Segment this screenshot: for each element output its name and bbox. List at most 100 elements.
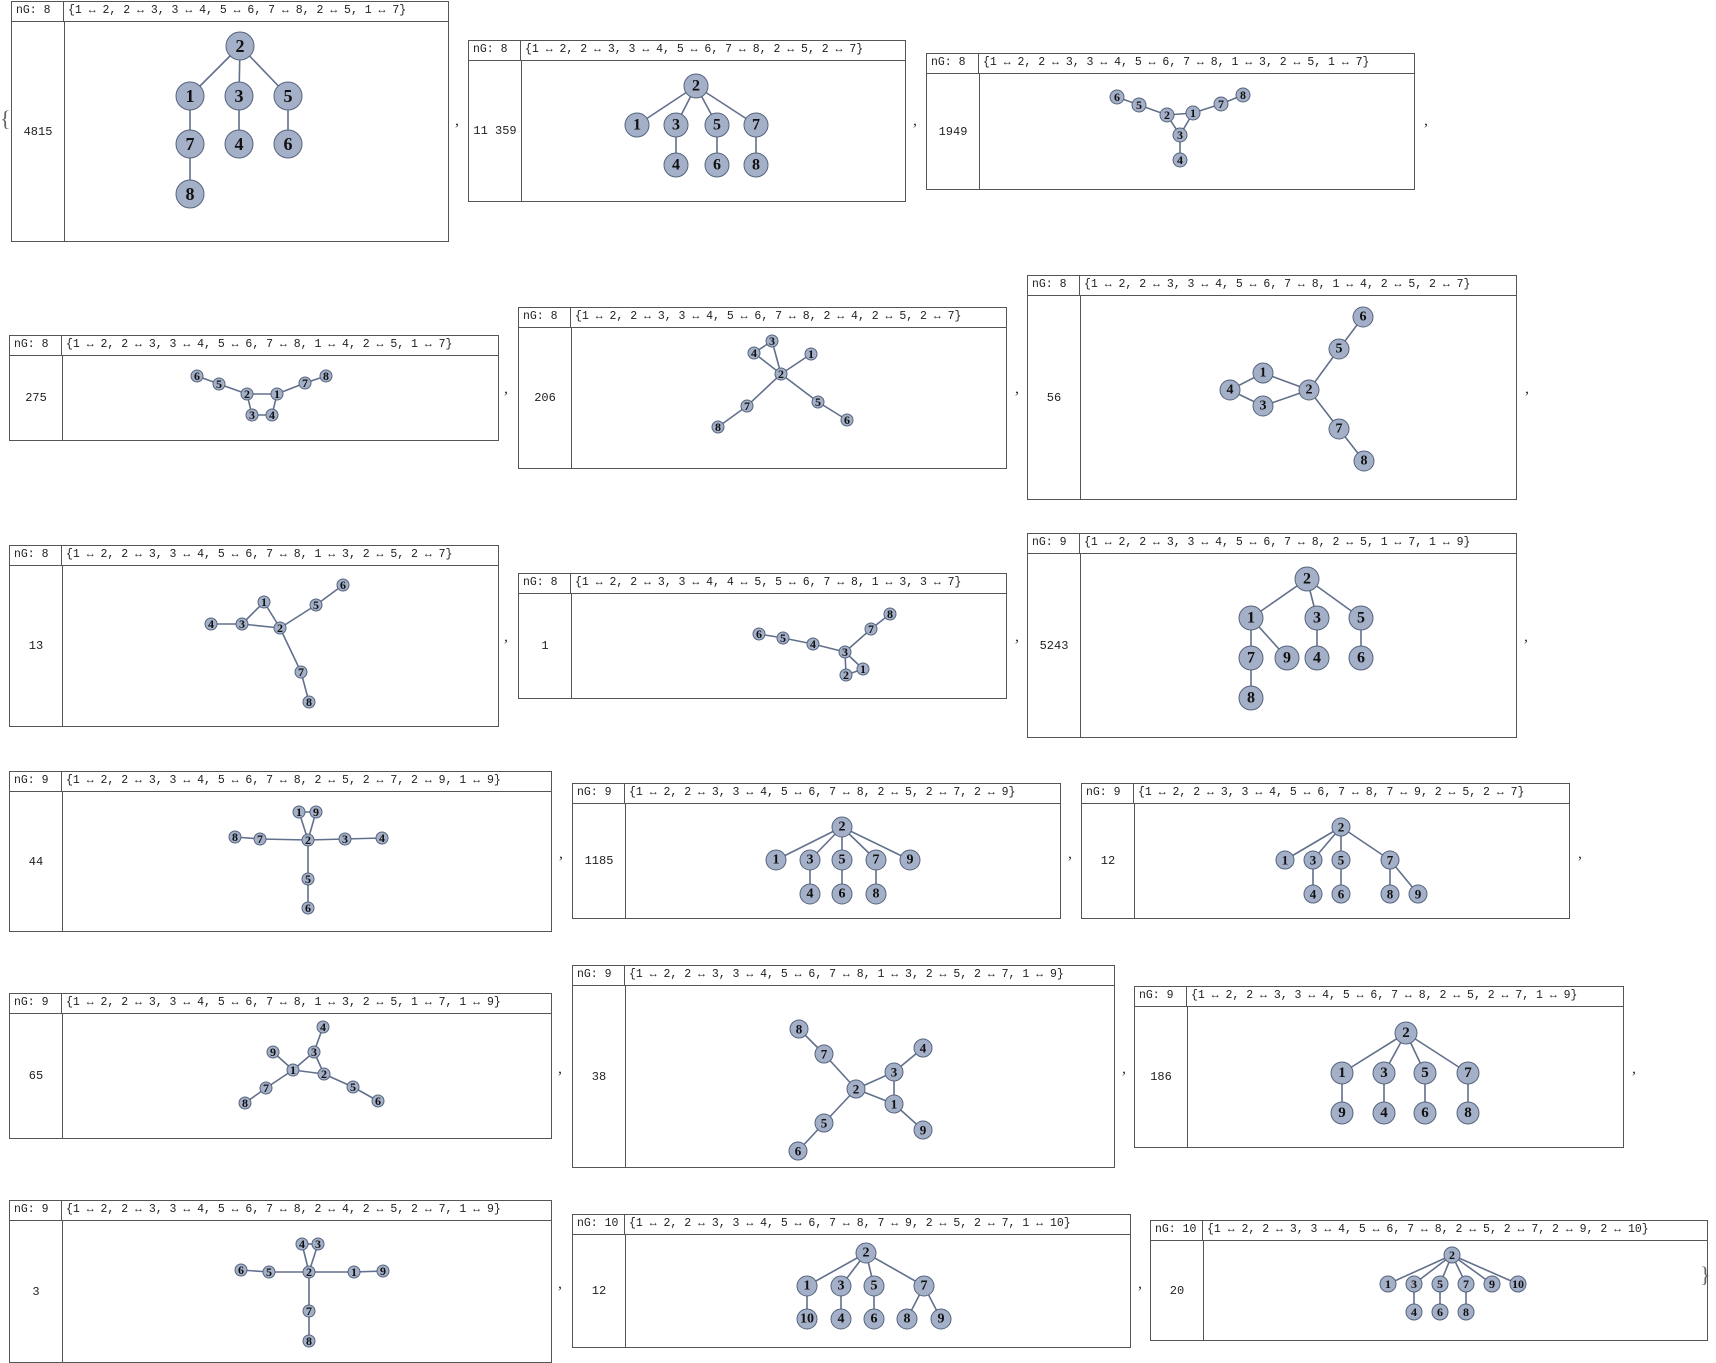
graph-node-circle [838,645,852,659]
edge-list-label: {1 ↔ 2, 2 ↔ 3, 3 ↔ 4, 5 ↔ 6, 7 ↔ 8, 1 ↔ … [629,968,1064,981]
graph-card-header: nG: 9{1 ↔ 2, 2 ↔ 3, 3 ↔ 4, 5 ↔ 6, 7 ↔ 8,… [10,994,551,1014]
edge-list-label: {1 ↔ 2, 2 ↔ 3, 3 ↔ 4, 5 ↔ 6, 7 ↔ 8, 2 ↔ … [66,1203,501,1216]
graph-node: 8 [302,695,316,709]
graph-node: 6 [234,1263,248,1277]
node-count-label: nG: 9 [573,784,625,803]
graph-node-circle [1353,450,1375,472]
graph-node-circle [224,81,254,111]
list-separator: , [1015,380,1019,397]
graph-node: 6 [273,129,303,159]
graph-node-circle [774,367,788,381]
graph-node-circle [1408,884,1428,904]
graph-node: 2 [839,668,853,682]
graph-node: 5 [1331,850,1351,870]
graph-node-label: 1 [891,1097,898,1112]
edge-list-label: {1 ↔ 2, 2 ↔ 3, 3 ↔ 4, 5 ↔ 6, 7 ↔ 8, 2 ↔ … [1191,989,1578,1002]
graph-node-circle [804,347,818,361]
graph-card-header: nG: 9{1 ↔ 2, 2 ↔ 3, 3 ↔ 4, 5 ↔ 6, 7 ↔ 8,… [573,966,1114,986]
graph-node-label: 8 [242,1096,248,1110]
graph-node: 5 [212,377,226,391]
graph-node-label: 3 [842,645,848,659]
graph-node: 8 [743,152,769,178]
graph-node-label: 7 [1463,1277,1469,1291]
graph-node-label: 8 [1463,1305,1469,1319]
edge-list-label: {1 ↔ 2, 2 ↔ 3, 3 ↔ 4, 5 ↔ 6, 7 ↔ 8, 1 ↔ … [66,996,501,1009]
list-separator: , [559,845,563,862]
graph-node-circle [204,617,218,631]
graph-node-label: 6 [1437,1305,1443,1319]
graph-edge [746,373,782,407]
graph-card-header: nG: 8{1 ↔ 2, 2 ↔ 3, 3 ↔ 4, 5 ↔ 6, 7 ↔ 8,… [519,308,1006,328]
graph-node-label: 6 [871,1312,878,1327]
graph-node-label: 6 [375,1094,381,1108]
graph-edge [1340,826,1391,861]
graph-node-label: 7 [186,134,195,154]
list-separator: , [504,380,508,397]
graph-node-label: 7 [873,853,880,868]
graph-node-label: 2 [1402,1025,1410,1041]
graph-card-header: nG: 9{1 ↔ 2, 2 ↔ 3, 3 ↔ 4, 5 ↔ 6, 7 ↔ 8,… [10,1201,551,1221]
graph-node-label: 4 [320,1020,326,1034]
graph-node: 3 [838,645,852,659]
graph-node-label: 7 [744,399,750,413]
graph-node-label: 9 [1489,1277,1495,1291]
graph-node-circle [238,1096,252,1110]
graph-node-label: 7 [1464,1065,1472,1081]
graph-node-circle [225,31,255,61]
graph-node-circle [286,1063,300,1077]
graph-node: 8 [1457,1303,1475,1321]
graph-node: 1 [292,805,306,819]
graph-node: 4 [204,617,218,631]
graph-node-circle [840,413,854,427]
graph-node: 1 [1252,362,1274,384]
graph-node: 1 [270,387,284,401]
graph-node-label: 7 [263,1081,269,1095]
graph-node-circle [788,1141,808,1161]
graph-node: 9 [1274,645,1300,671]
graph-node-label: 3 [769,334,775,348]
graph-node: 3 [663,112,689,138]
graph-node: 5 [262,1265,276,1279]
graph-node: 8 [865,883,887,905]
graph-node-circle [814,1113,834,1133]
graph-node-circle [1380,884,1400,904]
graph-node-circle [240,387,254,401]
graph-node-label: 3 [838,1279,845,1294]
graph-card: nG: 9{1 ↔ 2, 2 ↔ 3, 3 ↔ 4, 5 ↔ 6, 7 ↔ 8,… [9,771,552,932]
edge-list-label: {1 ↔ 2, 2 ↔ 3, 3 ↔ 4, 5 ↔ 6, 7 ↔ 8, 1 ↔ … [66,338,453,351]
graph-node: 6 [831,883,853,905]
graph-node: 4 [663,152,689,178]
graph-node-circle [302,695,316,709]
edge-list-label: {1 ↔ 2, 2 ↔ 3, 3 ↔ 4, 5 ↔ 6, 7 ↔ 8, 7 ↔ … [629,1217,1071,1230]
graph-card-header: nG: 9{1 ↔ 2, 2 ↔ 3, 3 ↔ 4, 5 ↔ 6, 7 ↔ 8,… [1028,534,1516,554]
graph-node: 6 [752,627,766,641]
graph-node: 7 [302,1304,316,1318]
graph-node-label: 2 [863,1246,870,1261]
graph-card: nG: 8{1 ↔ 2, 2 ↔ 3, 3 ↔ 4, 5 ↔ 6, 7 ↔ 8,… [468,40,906,202]
graph-node-label: 5 [1338,853,1345,868]
graph-card: nG: 8{1 ↔ 2, 2 ↔ 3, 3 ↔ 4, 5 ↔ 6, 7 ↔ 8,… [518,307,1007,469]
occurrence-count: 11 359 [469,61,522,201]
graph-node-label: 4 [751,346,757,360]
graph-node-label: 7 [821,1047,828,1062]
graph-node-circle [796,1308,818,1330]
occurrence-count: 13 [10,566,63,726]
graph-card: nG: 8{1 ↔ 2, 2 ↔ 3, 3 ↔ 4, 5 ↔ 6, 7 ↔ 8,… [11,1,449,242]
graph-node-label: 5 [839,853,846,868]
graph-node: 8 [238,1096,252,1110]
graph-node-label: 8 [715,420,721,434]
graph-node: 8 [228,830,242,844]
graph-node: 2 [831,816,853,838]
graph-node-label: 9 [1415,887,1422,902]
node-count-label: nG: 10 [573,1215,625,1234]
graph-node-label: 7 [1336,422,1343,437]
graph-node: 6 [863,1308,885,1330]
edge-list-label: {1 ↔ 2, 2 ↔ 3, 3 ↔ 4, 5 ↔ 6, 7 ↔ 8, 2 ↔ … [1207,1223,1649,1236]
graph-node-circle [765,334,779,348]
graph-node-label: 1 [261,595,267,609]
